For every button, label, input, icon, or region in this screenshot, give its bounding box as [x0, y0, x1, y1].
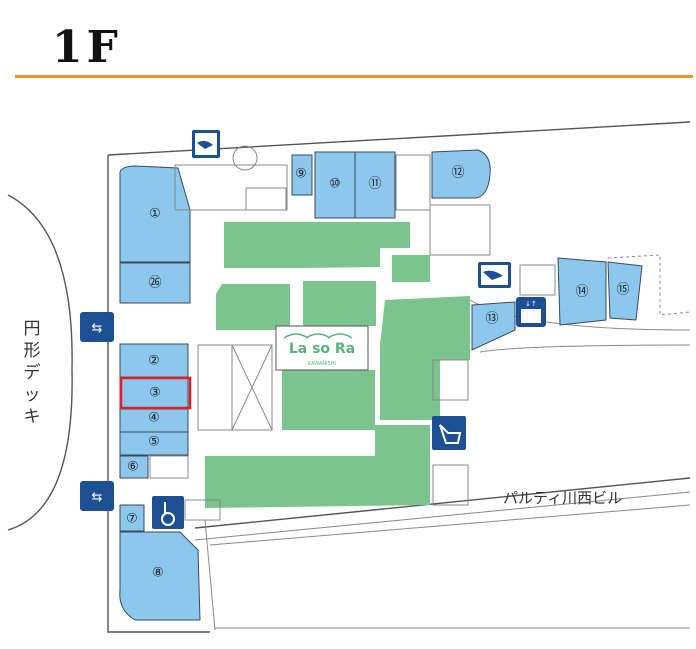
store-8[interactable]: ⑧ [152, 566, 164, 581]
svg-text:↓↑: ↓↑ [525, 300, 537, 308]
store-4[interactable]: ④ [148, 411, 160, 426]
deck-outline [7, 194, 73, 531]
store-14[interactable]: ⑭ [575, 285, 588, 300]
store-6[interactable]: ⑥ [127, 460, 139, 475]
floor-title: 1F [52, 22, 122, 73]
title-divider [15, 75, 693, 78]
svg-text:KAWANISHI: KAWANISHI [308, 361, 336, 367]
store-12[interactable]: ⑫ [451, 166, 464, 181]
deck-label: 円形デッキ [23, 319, 41, 427]
store-11[interactable]: ⑪ [368, 177, 381, 192]
store-1[interactable]: ① [149, 207, 161, 222]
store-13[interactable]: ⑬ [485, 312, 498, 327]
svg-text:⇆: ⇆ [92, 321, 103, 336]
nursing-room-icon[interactable] [192, 130, 220, 158]
entrance-icon[interactable]: ⇆ [80, 312, 114, 342]
entrance-icon[interactable]: ⇆ [80, 481, 114, 511]
svg-text:La so Ra: La so Ra [289, 341, 355, 357]
store-26[interactable]: ㉖ [148, 276, 161, 291]
highlighted-store-box[interactable] [119, 376, 192, 410]
elevator-icon[interactable]: ↓↑ [516, 297, 546, 327]
service-areas [149, 145, 691, 521]
lasora-logo: La so Ra KAWANISHI [275, 325, 369, 371]
store-15[interactable]: ⑮ [616, 283, 629, 298]
nursing-room-icon[interactable] [478, 262, 511, 288]
store-2[interactable]: ② [148, 354, 160, 369]
store-9[interactable]: ⑨ [295, 167, 307, 182]
restroom-icon[interactable] [432, 416, 466, 450]
stores [119, 149, 643, 621]
accessible-restroom-icon[interactable] [152, 496, 184, 529]
svg-text:⇆: ⇆ [92, 490, 103, 505]
open-areas [205, 222, 470, 508]
neighbor-building-label: パルティ川西ビル [503, 489, 623, 507]
store-7[interactable]: ⑦ [126, 512, 138, 527]
store-5[interactable]: ⑤ [148, 435, 160, 450]
store-3[interactable]: ③ [149, 386, 161, 401]
store-10[interactable]: ⑩ [329, 177, 341, 192]
